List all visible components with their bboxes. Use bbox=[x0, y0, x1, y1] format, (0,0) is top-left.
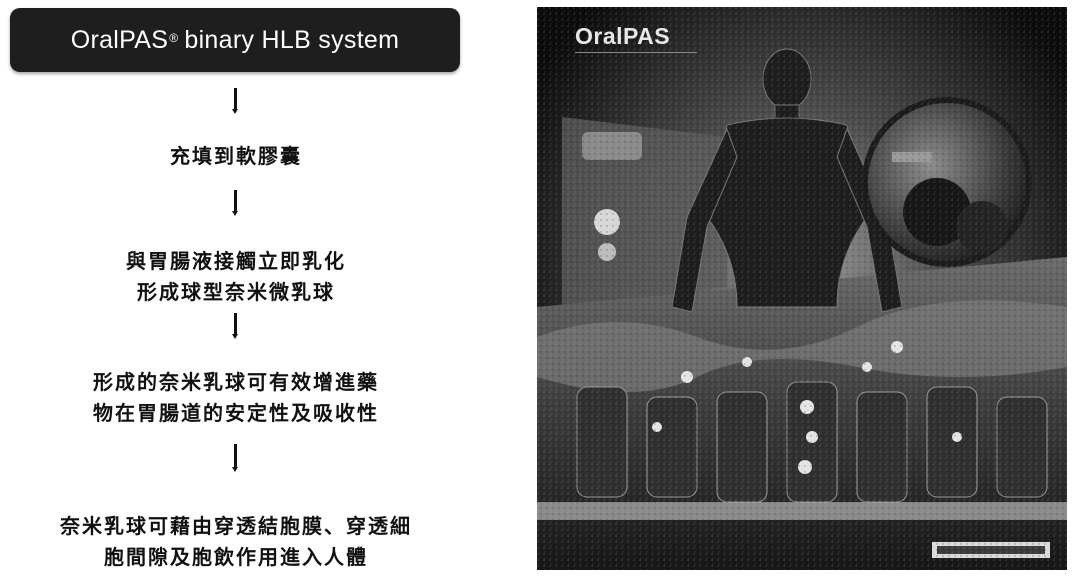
title-main: OralPAS bbox=[70, 25, 169, 54]
flow-arrow-3 bbox=[232, 313, 238, 339]
poster-brand: OralPAS bbox=[575, 23, 671, 49]
step-4-line-2: 胞間隙及胞飲作用進入人體 bbox=[104, 545, 368, 569]
step-3-line-2: 物在胃腸道的安定性及吸收性 bbox=[93, 401, 379, 425]
poster-brand-underline bbox=[575, 52, 697, 53]
flow-arrow-1 bbox=[232, 88, 238, 114]
flow-step-4: 奈米乳球可藉由穿透結胞膜、穿透細 胞間隙及胞飲作用進入人體 bbox=[0, 511, 472, 573]
flow-arrow-2 bbox=[232, 190, 238, 216]
poster-artwork bbox=[537, 7, 1067, 570]
step-3-line-1: 形成的奈米乳球可有效增進藥 bbox=[93, 370, 379, 394]
step-1-line-1: 充填到軟膠囊 bbox=[170, 144, 302, 168]
flow-step-1: 充填到軟膠囊 bbox=[0, 141, 472, 172]
poster-grain bbox=[537, 7, 1067, 570]
step-2-line-1: 與胃腸液接觸立即乳化 bbox=[126, 249, 346, 273]
flow-arrow-4 bbox=[232, 444, 238, 472]
poster-image: OralPAS bbox=[537, 7, 1067, 570]
title-box: OralPAS® binary HLB system bbox=[10, 8, 460, 72]
registered-mark: ® bbox=[169, 31, 179, 45]
flow-step-3: 形成的奈米乳球可有效增進藥 物在胃腸道的安定性及吸收性 bbox=[0, 367, 472, 429]
step-4-line-1: 奈米乳球可藉由穿透結胞膜、穿透細 bbox=[60, 514, 412, 538]
step-2-line-2: 形成球型奈米微乳球 bbox=[137, 280, 335, 304]
title-rest: binary HLB system bbox=[184, 25, 400, 54]
flow-step-2: 與胃腸液接觸立即乳化 形成球型奈米微乳球 bbox=[0, 246, 472, 308]
